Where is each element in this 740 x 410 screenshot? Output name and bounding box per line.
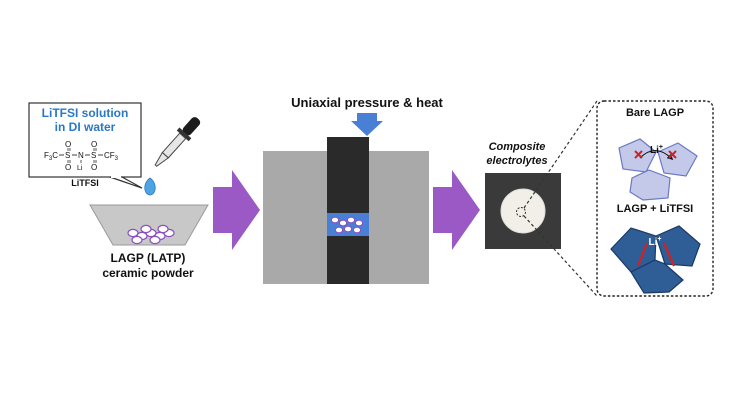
solution-box: LiTFSI solution in DI water F3C S O O N …	[28, 102, 143, 189]
oxygen-tr: O	[91, 140, 97, 149]
svg-text:F3C: F3C	[44, 151, 58, 162]
press-die	[263, 137, 429, 284]
process-arrow-1	[213, 170, 260, 250]
press-punch	[327, 137, 369, 284]
process-arrow-2	[433, 170, 480, 250]
inset-top-title: Bare LAGP	[626, 107, 684, 119]
blocked-path-crosses	[634, 150, 677, 159]
callout-tail	[109, 176, 143, 189]
oxygen-tl: O	[65, 140, 71, 149]
oxygen-br: O	[91, 163, 97, 172]
lagp-litfsi-grains	[610, 225, 701, 294]
sulfur-right: S	[91, 151, 96, 160]
solution-title-line2: in DI water	[55, 120, 116, 134]
powder-bowl	[89, 204, 209, 246]
li-ion-label-bottom: Li+	[649, 236, 662, 248]
sulfur-left: S	[65, 151, 70, 160]
inset-bottom-title: LAGP + LiTFSI	[617, 203, 694, 215]
powder-label-line1: LAGP (LATP)	[111, 251, 186, 265]
press-title: Uniaxial pressure & heat	[291, 95, 443, 110]
litfsi-name: LiTFSI	[71, 178, 99, 188]
svg-text:CF3: CF3	[104, 151, 119, 162]
lithium: Li	[77, 165, 83, 172]
sample-label-line1: Composite	[489, 141, 546, 153]
powder-label-line2: ceramic powder	[102, 266, 194, 280]
zoom-line-bottom	[523, 215, 598, 297]
li-hop-arrow	[639, 150, 674, 161]
sample-photo	[485, 173, 561, 249]
dropper-icon	[154, 117, 201, 167]
pressure-arrow-icon	[351, 113, 383, 136]
electrolyte-pellet	[500, 188, 546, 234]
li-ion-pathways	[636, 242, 676, 267]
litfsi-structure: F3C S O O N Li S O O CF3	[44, 140, 119, 172]
nitrogen: N	[78, 151, 84, 160]
solution-title-line1: LiTFSI solution	[42, 106, 129, 120]
sample-label-line2: electrolytes	[486, 155, 547, 167]
water-drop-icon	[144, 177, 156, 196]
powder-particles	[127, 224, 175, 245]
bare-lagp-grains	[618, 138, 698, 201]
zoom-circle	[516, 207, 526, 217]
oxygen-bl: O	[65, 163, 71, 172]
pellet-particles	[330, 216, 364, 234]
